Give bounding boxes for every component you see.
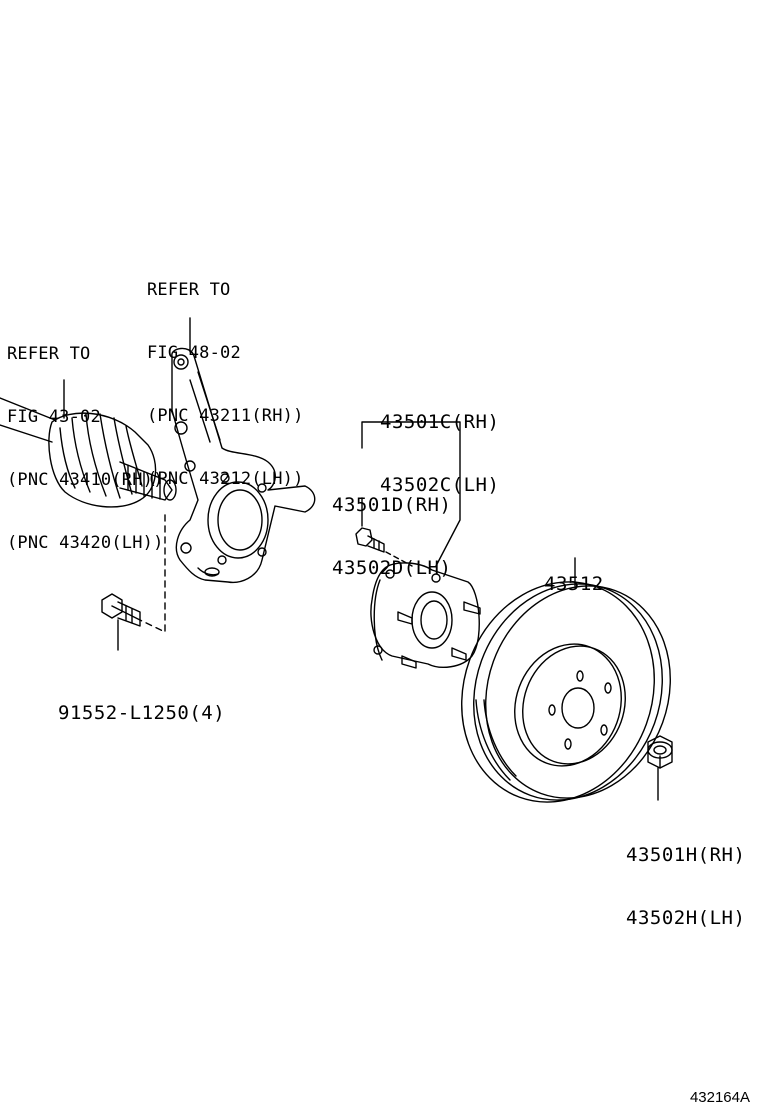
hub-nut-drawing bbox=[647, 735, 673, 769]
leader-hub-assembly bbox=[361, 421, 461, 567]
driveshaft-ref-line4: (PNC 43420(LH)) bbox=[7, 533, 164, 553]
drive-shaft-drawing bbox=[0, 397, 177, 508]
knuckle-ref-line1: REFER TO bbox=[147, 280, 231, 300]
hub-assembly-callout: 43501C(RH) 43502C(LH) bbox=[380, 370, 499, 538]
knuckle-ref-line3: (PNC 43211(RH)) bbox=[147, 406, 304, 426]
steering-knuckle-drawing bbox=[171, 347, 316, 584]
part-number-disc[interactable]: 43512 bbox=[544, 573, 604, 595]
knuckle-bolt-callout: 91552-L1250(4) bbox=[58, 661, 225, 766]
driveshaft-reference-callout: REFER TO FIG 43-02 (PNC 43410(RH)) (PNC … bbox=[7, 302, 164, 596]
knuckle-reference-callout: REFER TO FIG 48-02 (PNC 43211(RH)) (PNC … bbox=[147, 238, 304, 532]
driveshaft-ref-line3: (PNC 43410(RH)) bbox=[7, 470, 164, 490]
part-number-knuckle-bolt[interactable]: 91552-L1250(4) bbox=[58, 702, 226, 724]
disc-callout: 43512 bbox=[544, 532, 604, 637]
hub-nut-callout: 43501H(RH) 43502H(LH) bbox=[626, 803, 745, 971]
driveshaft-ref-line2: FIG 43-02 bbox=[7, 407, 101, 427]
hub-bolt-dashed bbox=[385, 551, 413, 567]
knuckle-ref-line4: (PNC 43212(LH)) bbox=[147, 469, 304, 489]
hub-assembly-drawing bbox=[370, 562, 481, 669]
illustration-number: 432164A bbox=[689, 1089, 750, 1106]
part-number-hub-assembly-rh[interactable]: 43501C(RH) bbox=[380, 411, 500, 433]
part-number-hub-assembly-lh[interactable]: 43502C(LH) bbox=[380, 474, 500, 496]
knuckle-bolt-drawing bbox=[101, 593, 141, 627]
hub-bolt-drawing bbox=[355, 527, 385, 553]
part-number-hub-nut-rh[interactable]: 43501H(RH) bbox=[626, 844, 746, 866]
disc-rotor-drawing bbox=[461, 581, 671, 803]
part-number-hub-nut-lh[interactable]: 43502H(LH) bbox=[626, 907, 746, 929]
alignment-dashed-line bbox=[139, 514, 166, 633]
hub-bolt-callout: 43501D(RH) 43502D(LH) bbox=[332, 453, 451, 621]
driveshaft-ref-line1: REFER TO bbox=[7, 344, 91, 364]
knuckle-ref-line2: FIG 48-02 bbox=[147, 343, 241, 363]
part-number-hub-bolt-lh[interactable]: 43502D(LH) bbox=[332, 557, 452, 579]
part-number-hub-bolt-rh[interactable]: 43501D(RH) bbox=[332, 494, 452, 516]
